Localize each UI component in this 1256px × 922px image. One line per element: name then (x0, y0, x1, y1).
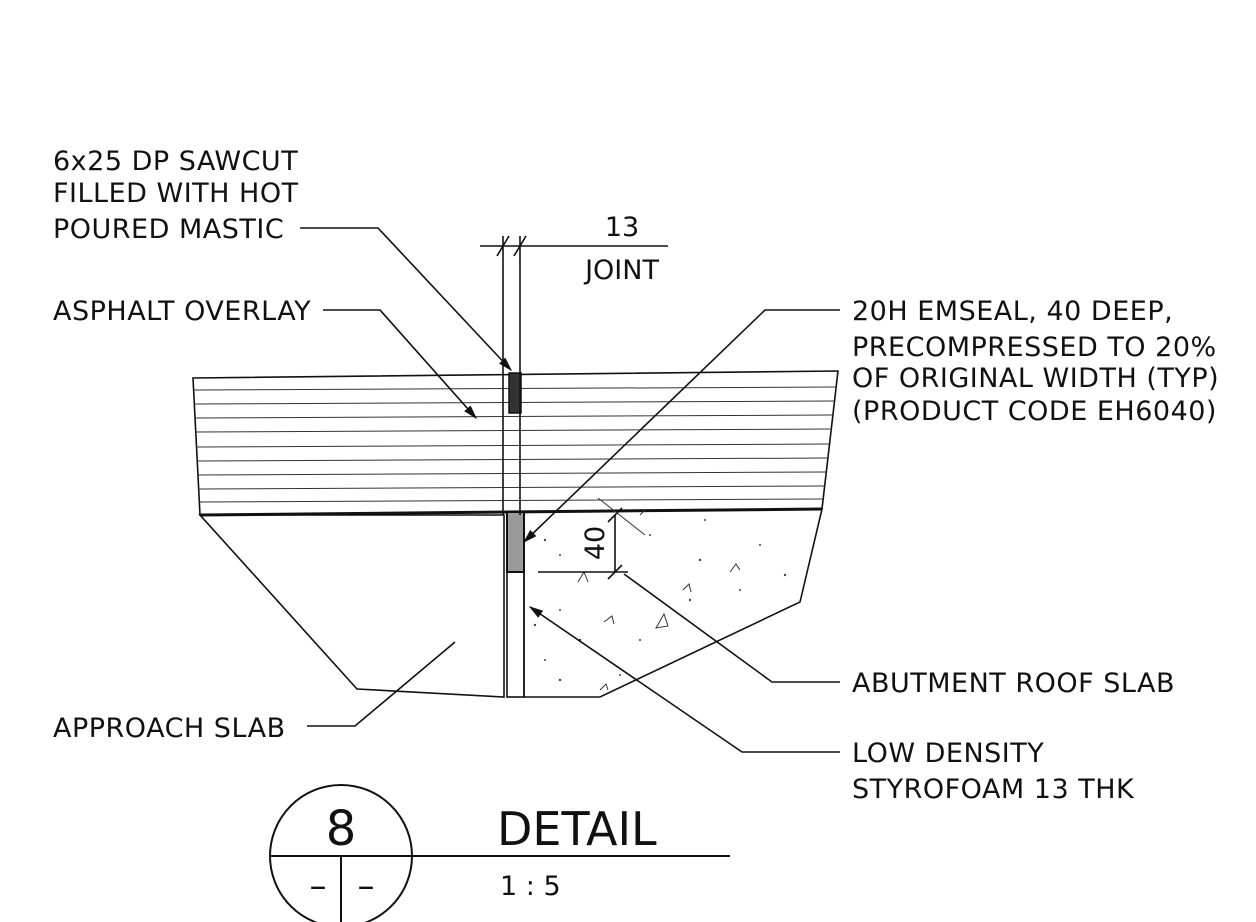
svg-text:20H EMSEAL, 40 DEEP,: 20H EMSEAL, 40 DEEP, (852, 296, 1173, 327)
detail-number: 8 (326, 801, 357, 857)
abutment-roof-slab (523, 508, 824, 698)
sawcut-mastic (508, 372, 522, 414)
detail-scale: 1 : 5 (500, 871, 561, 902)
label-styrofoam: LOW DENSITY STYROFOAM 13 THK (852, 738, 1135, 805)
joint-dimension: 13 JOINT (480, 212, 668, 286)
svg-text:OF ORIGINAL WIDTH (TYP): OF ORIGINAL WIDTH (TYP) (852, 363, 1219, 394)
title-block: 8 – – DETAIL 1 : 5 (269, 784, 730, 922)
svg-text:(PRODUCT CODE EH6040): (PRODUCT CODE EH6040) (852, 396, 1217, 427)
svg-text:FILLED WITH HOT: FILLED WITH HOT (53, 178, 299, 209)
joint-width-value: 13 (605, 212, 639, 243)
label-sawcut: 6x25 DP SAWCUT FILLED WITH HOT POURED MA… (53, 146, 299, 245)
svg-text:6x25 DP SAWCUT: 6x25 DP SAWCUT (53, 146, 298, 177)
sheet-ref-right: – (358, 866, 375, 906)
emseal-seal (506, 511, 525, 573)
joint-lines (502, 236, 521, 515)
label-approach-slab: APPROACH SLAB (53, 713, 286, 744)
label-abutment-roof-slab: ABUTMENT ROOF SLAB (852, 668, 1175, 699)
depth-dimension: 40 (538, 497, 646, 580)
sheet-ref-left: – (310, 866, 327, 906)
label-emseal: 20H EMSEAL, 40 DEEP, PRECOMPRESSED TO 20… (852, 296, 1219, 427)
leader-lines (300, 227, 840, 753)
depth-value: 40 (580, 526, 611, 560)
label-asphalt-overlay: ASPHALT OVERLAY (53, 296, 311, 327)
asphalt-overlay (192, 370, 839, 517)
svg-text:LOW DENSITY: LOW DENSITY (852, 738, 1044, 769)
svg-text:POURED MASTIC: POURED MASTIC (53, 214, 284, 245)
svg-text:PRECOMPRESSED TO 20%: PRECOMPRESSED TO 20% (852, 332, 1217, 363)
approach-slab (198, 514, 505, 698)
styrofoam-strip (506, 571, 525, 698)
detail-title: DETAIL (497, 802, 657, 856)
joint-label: JOINT (583, 255, 659, 286)
svg-text:STYROFOAM 13 THK: STYROFOAM 13 THK (852, 774, 1135, 805)
